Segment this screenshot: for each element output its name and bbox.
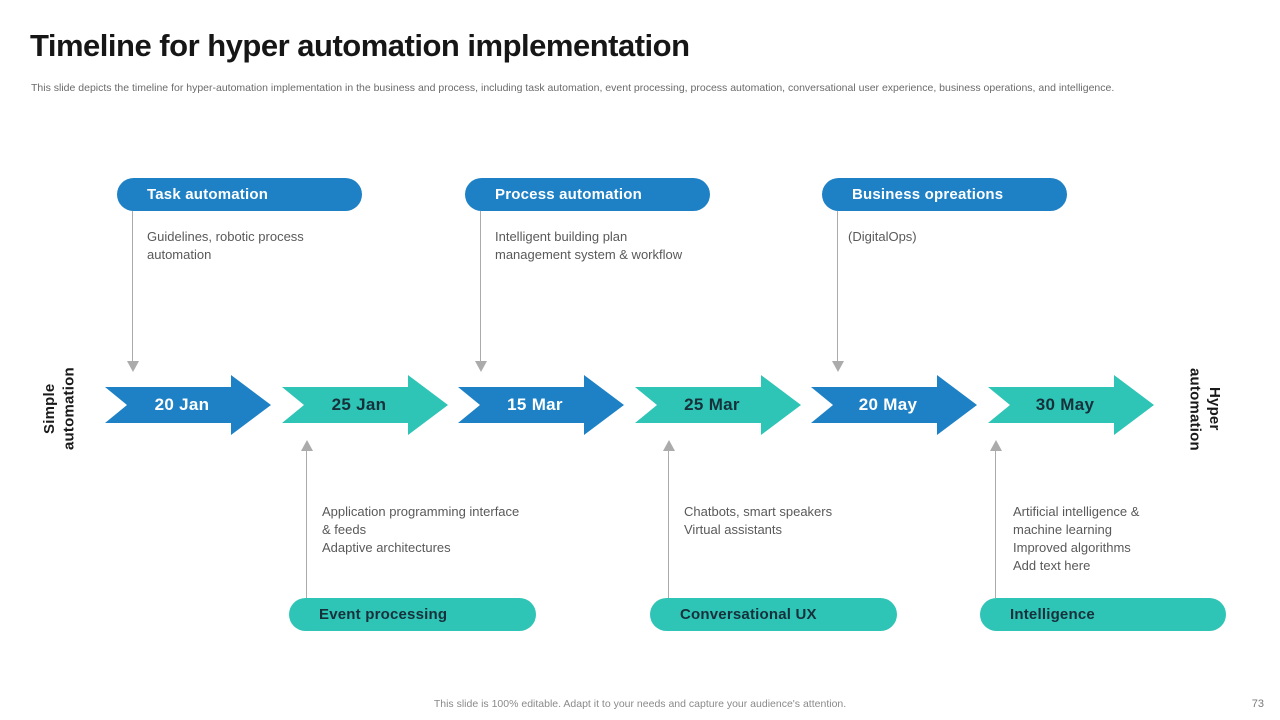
timeline-date: 25 Mar [684, 395, 740, 414]
milestone-pill-event-processing: Event processing [289, 598, 536, 631]
milestone-description: Application programming interface & feed… [322, 504, 520, 555]
timeline-start-label: Simple automation [41, 367, 78, 451]
milestone-description: Intelligent building plan management sys… [495, 229, 683, 262]
timeline-arrow-segment [282, 375, 448, 435]
page-number: 73 [1251, 698, 1264, 710]
timeline-date: 20 Jan [154, 395, 210, 414]
timeline-date: 15 Mar [507, 395, 563, 414]
milestone-description: Guidelines, robotic process automation [147, 229, 304, 262]
timeline-arrow-segment [811, 375, 977, 435]
milestone-description: (DigitalOps) [848, 229, 917, 244]
timeline-end-label: Hyper automation [1186, 367, 1224, 451]
milestone-pill-business-operations: Business opreations [822, 178, 1067, 211]
arrow-down-icon [832, 361, 844, 372]
connector-line [837, 211, 838, 361]
arrow-up-icon [301, 440, 313, 451]
milestone-pill-intelligence: Intelligence [980, 598, 1226, 631]
timeline-date: 30 May [1035, 395, 1095, 414]
milestone-pill-conversational-ux: Conversational UX [650, 598, 897, 631]
page-title: Timeline for hyper automation implementa… [30, 28, 690, 63]
pill-label: Process automation [495, 186, 642, 203]
arrow-up-icon [990, 440, 1002, 451]
timeline-arrow-segment [105, 375, 271, 435]
timeline-arrow-segment [988, 375, 1154, 435]
connector-line [668, 451, 669, 598]
milestone-description: Chatbots, smart speakers Virtual assista… [684, 504, 833, 537]
slide-subtitle: This slide depicts the timeline for hype… [31, 82, 1115, 94]
timeline-arrow-segment [458, 375, 624, 435]
timeline-arrow-band [105, 375, 1154, 435]
footer-note: This slide is 100% editable. Adapt it to… [433, 698, 847, 710]
arrow-down-icon [475, 361, 487, 372]
pill-label: Business opreations [852, 186, 1004, 203]
arrow-up-icon [663, 440, 675, 451]
milestone-description: Artificial intelligence & machine learni… [1013, 504, 1140, 573]
arrow-down-icon [127, 361, 139, 372]
connector-line [306, 451, 307, 598]
connector-line [995, 451, 996, 598]
pill-label: Intelligence [1010, 606, 1095, 623]
timeline-arrow-segment [635, 375, 801, 435]
timeline-date: 25 Jan [331, 395, 387, 414]
pill-label: Task automation [147, 186, 269, 203]
pill-label: Conversational UX [680, 606, 817, 623]
timeline-date: 20 May [858, 395, 918, 414]
milestone-pill-process-automation: Process automation [465, 178, 710, 211]
pill-label: Event processing [319, 606, 448, 623]
connector-line [480, 211, 481, 361]
connector-line [132, 211, 133, 361]
milestone-pill-task-automation: Task automation [117, 178, 362, 211]
